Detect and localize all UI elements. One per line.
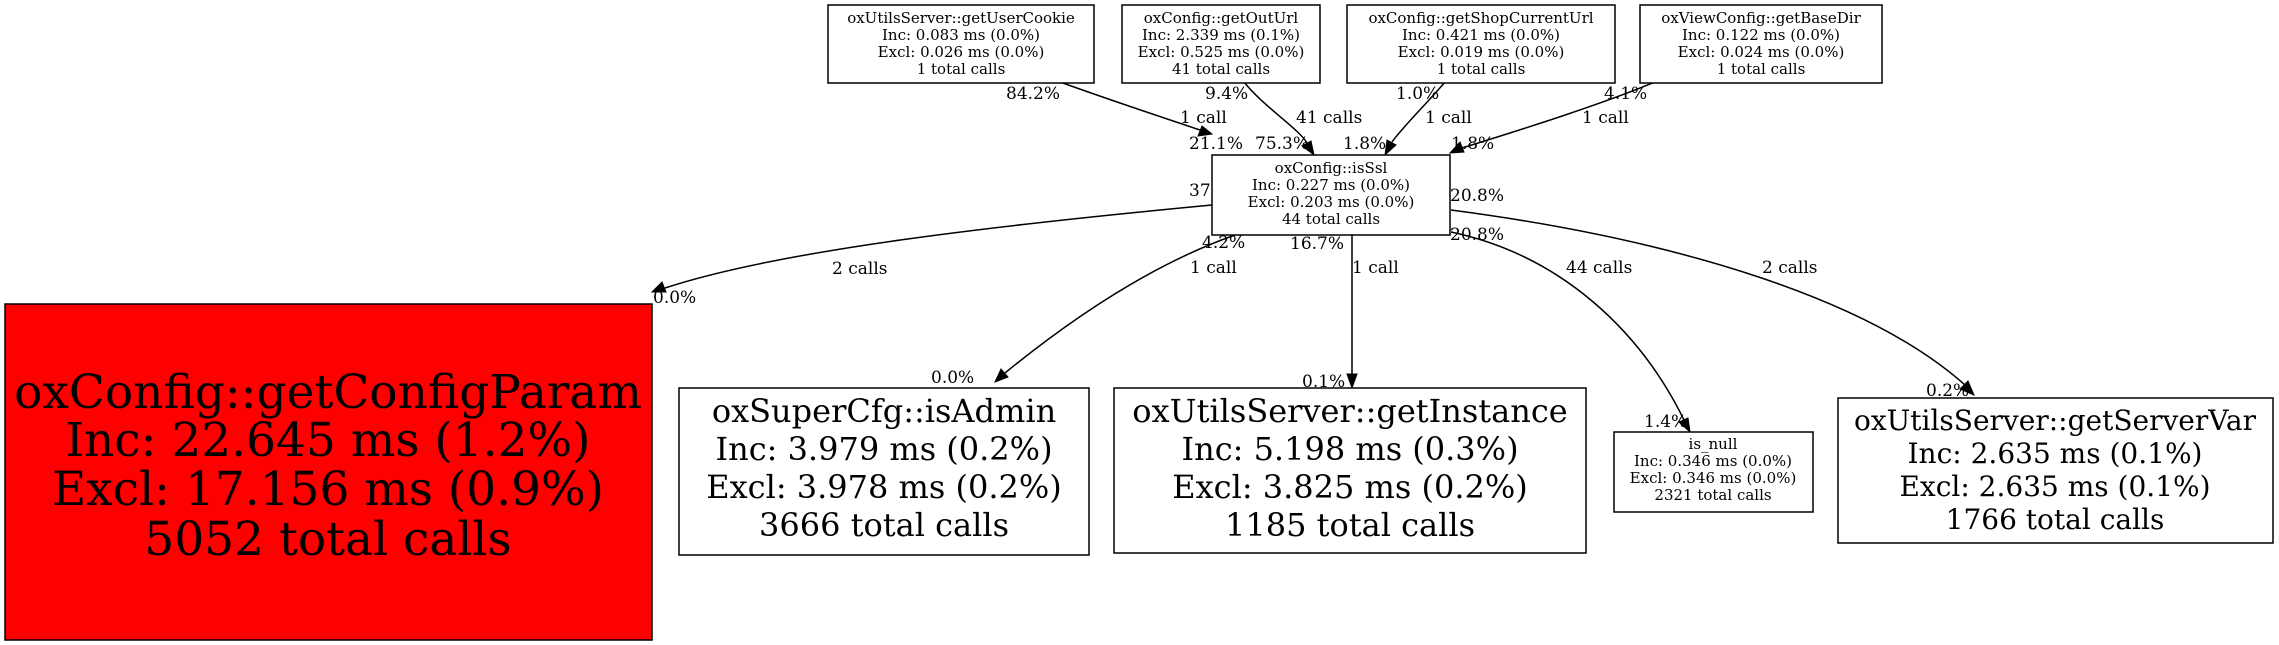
node-name: oxUtilsServer::getUserCookie	[847, 9, 1075, 27]
edge-tail-label: 4.1%	[1604, 84, 1647, 104]
edge-isssl-to-isadmin: 4.2% 1 call 0.0%	[931, 233, 1245, 388]
node-getconfigparam[interactable]: oxConfig::getConfigParam Inc: 22.645 ms …	[4, 303, 653, 641]
edge-calls-label: 1 call	[1582, 108, 1629, 128]
node-calls: 2321 total calls	[1654, 486, 1771, 504]
node-getinstance[interactable]: oxUtilsServer::getInstance Inc: 5.198 ms…	[1113, 387, 1587, 554]
node-excl: Excl: 3.978 ms (0.2%)	[706, 468, 1062, 506]
node-name: oxViewConfig::getBaseDir	[1661, 9, 1861, 27]
node-excl: Excl: 2.635 ms (0.1%)	[1899, 470, 2210, 503]
node-getouturl[interactable]: oxConfig::getOutUrl Inc: 2.339 ms (0.1%)…	[1121, 4, 1321, 84]
node-name: oxUtilsServer::getServerVar	[1854, 404, 2257, 437]
node-inc: Inc: 3.979 ms (0.2%)	[715, 430, 1052, 468]
edge-tail-label: 84.2%	[1006, 84, 1060, 104]
edge-tail-label: 20.8%	[1450, 225, 1504, 245]
edge-head-label: 0.0%	[931, 368, 974, 388]
edge-getshopcurrenturl-to-isssl: 1.0% 1 call 1.8%	[1343, 81, 1472, 157]
node-box	[1639, 4, 1883, 84]
node-excl: Excl: 0.026 ms (0.0%)	[878, 43, 1045, 61]
edge-calls-label: 1 call	[1180, 108, 1227, 128]
node-calls: 1 total calls	[1717, 60, 1806, 78]
node-box	[1346, 4, 1616, 84]
edge-isssl-to-getconfigparam: 37.5% 2 calls 0.0%	[650, 181, 1243, 308]
node-inc: Inc: 0.227 ms (0.0%)	[1252, 176, 1410, 194]
node-name: oxConfig::getConfigParam	[14, 365, 642, 420]
node-calls: 1766 total calls	[1946, 503, 2165, 536]
edge-calls-label: 41 calls	[1296, 108, 1362, 128]
edge-head-label: 0.0%	[653, 288, 696, 308]
node-getbasedir[interactable]: oxViewConfig::getBaseDir Inc: 0.122 ms (…	[1639, 4, 1883, 84]
node-box	[827, 4, 1095, 84]
node-name: oxConfig::getShopCurrentUrl	[1368, 9, 1593, 27]
edge-calls-label: 2 calls	[832, 259, 887, 279]
node-calls: 3666 total calls	[759, 506, 1009, 544]
edge-calls-label: 1 call	[1352, 258, 1399, 278]
node-name: oxUtilsServer::getInstance	[1132, 392, 1567, 430]
edge-calls-label: 1 call	[1425, 108, 1472, 128]
node-box	[1211, 154, 1451, 236]
node-inc: Inc: 2.339 ms (0.1%)	[1142, 26, 1300, 44]
edge-head-label: 1.8%	[1451, 134, 1494, 154]
node-inc: Inc: 0.122 ms (0.0%)	[1682, 26, 1840, 44]
edge-head-label: 1.8%	[1343, 134, 1386, 154]
edge-getusercookie-to-isssl: 84.2% 1 call 21.1%	[1006, 81, 1243, 154]
edge-calls-label: 2 calls	[1762, 258, 1817, 278]
node-getshopcurrenturl[interactable]: oxConfig::getShopCurrentUrl Inc: 0.421 m…	[1346, 4, 1616, 84]
node-excl: Excl: 0.024 ms (0.0%)	[1678, 43, 1845, 61]
node-getusercookie[interactable]: oxUtilsServer::getUserCookie Inc: 0.083 …	[827, 4, 1095, 84]
node-isadmin[interactable]: oxSuperCfg::isAdmin Inc: 3.979 ms (0.2%)…	[678, 387, 1090, 556]
node-box	[4, 303, 653, 641]
node-inc: Inc: 2.635 ms (0.1%)	[1908, 437, 2203, 470]
node-box	[678, 387, 1090, 556]
node-excl: Excl: 0.525 ms (0.0%)	[1138, 43, 1305, 61]
edge-getbasedir-to-isssl: 4.1% 1 call 1.8%	[1448, 81, 1656, 154]
edge-tail-label: 1.0%	[1396, 84, 1439, 104]
node-excl: Excl: 0.019 ms (0.0%)	[1398, 43, 1565, 61]
node-getservervar[interactable]: oxUtilsServer::getServerVar Inc: 2.635 m…	[1837, 397, 2274, 544]
node-calls: 1185 total calls	[1225, 506, 1475, 544]
node-excl: Excl: 3.825 ms (0.2%)	[1172, 468, 1528, 506]
node-excl: Excl: 0.346 ms (0.0%)	[1630, 469, 1797, 487]
node-isssl[interactable]: oxConfig::isSsl Inc: 0.227 ms (0.0%) Exc…	[1211, 154, 1451, 236]
edge-isssl-to-isnull: 20.8% 44 calls 1.4%	[1450, 225, 1691, 434]
node-excl: Excl: 0.203 ms (0.0%)	[1248, 193, 1415, 211]
node-calls: 1 total calls	[1437, 60, 1526, 78]
edge-tail-label: 4.2%	[1202, 233, 1245, 253]
edge-getouturl-to-isssl: 9.4% 41 calls 75.3%	[1205, 81, 1362, 157]
edge-isssl-to-getinstance: 16.7% 1 call 0.1%	[1290, 234, 1399, 392]
node-calls: 5052 total calls	[144, 512, 511, 567]
edge-head-label: 0.2%	[1926, 381, 1969, 401]
node-name: is_null	[1689, 435, 1738, 453]
node-calls: 44 total calls	[1282, 210, 1380, 228]
edge-head-label: 21.1%	[1189, 134, 1243, 154]
node-inc: Inc: 22.645 ms (1.2%)	[65, 413, 590, 468]
node-calls: 1 total calls	[917, 60, 1006, 78]
edge-head-label: 1.4%	[1644, 412, 1687, 432]
edge-isssl-to-getservervar: 20.8% 2 calls 0.2%	[1450, 186, 1975, 401]
node-calls: 41 total calls	[1172, 60, 1270, 78]
node-name: oxConfig::isSsl	[1275, 159, 1388, 177]
edge-calls-label: 44 calls	[1566, 258, 1632, 278]
node-excl: Excl: 17.156 ms (0.9%)	[52, 462, 604, 517]
node-box	[1837, 397, 2274, 544]
node-box	[1121, 4, 1321, 84]
edge-tail-label: 20.8%	[1450, 186, 1504, 206]
edge-head-label: 0.1%	[1302, 372, 1345, 392]
node-box	[1613, 431, 1814, 513]
node-inc: Inc: 0.346 ms (0.0%)	[1634, 452, 1792, 470]
edge-calls-label: 1 call	[1190, 258, 1237, 278]
node-name: oxSuperCfg::isAdmin	[712, 392, 1056, 430]
node-inc: Inc: 0.083 ms (0.0%)	[882, 26, 1040, 44]
node-name: oxConfig::getOutUrl	[1144, 9, 1299, 27]
edge-tail-label: 16.7%	[1290, 234, 1344, 254]
node-inc: Inc: 5.198 ms (0.3%)	[1181, 430, 1518, 468]
node-isnull[interactable]: is_null Inc: 0.346 ms (0.0%) Excl: 0.346…	[1613, 431, 1814, 513]
node-inc: Inc: 0.421 ms (0.0%)	[1402, 26, 1560, 44]
node-box	[1113, 387, 1587, 554]
edge-head-label: 75.3%	[1255, 134, 1309, 154]
edge-tail-label: 9.4%	[1205, 84, 1248, 104]
